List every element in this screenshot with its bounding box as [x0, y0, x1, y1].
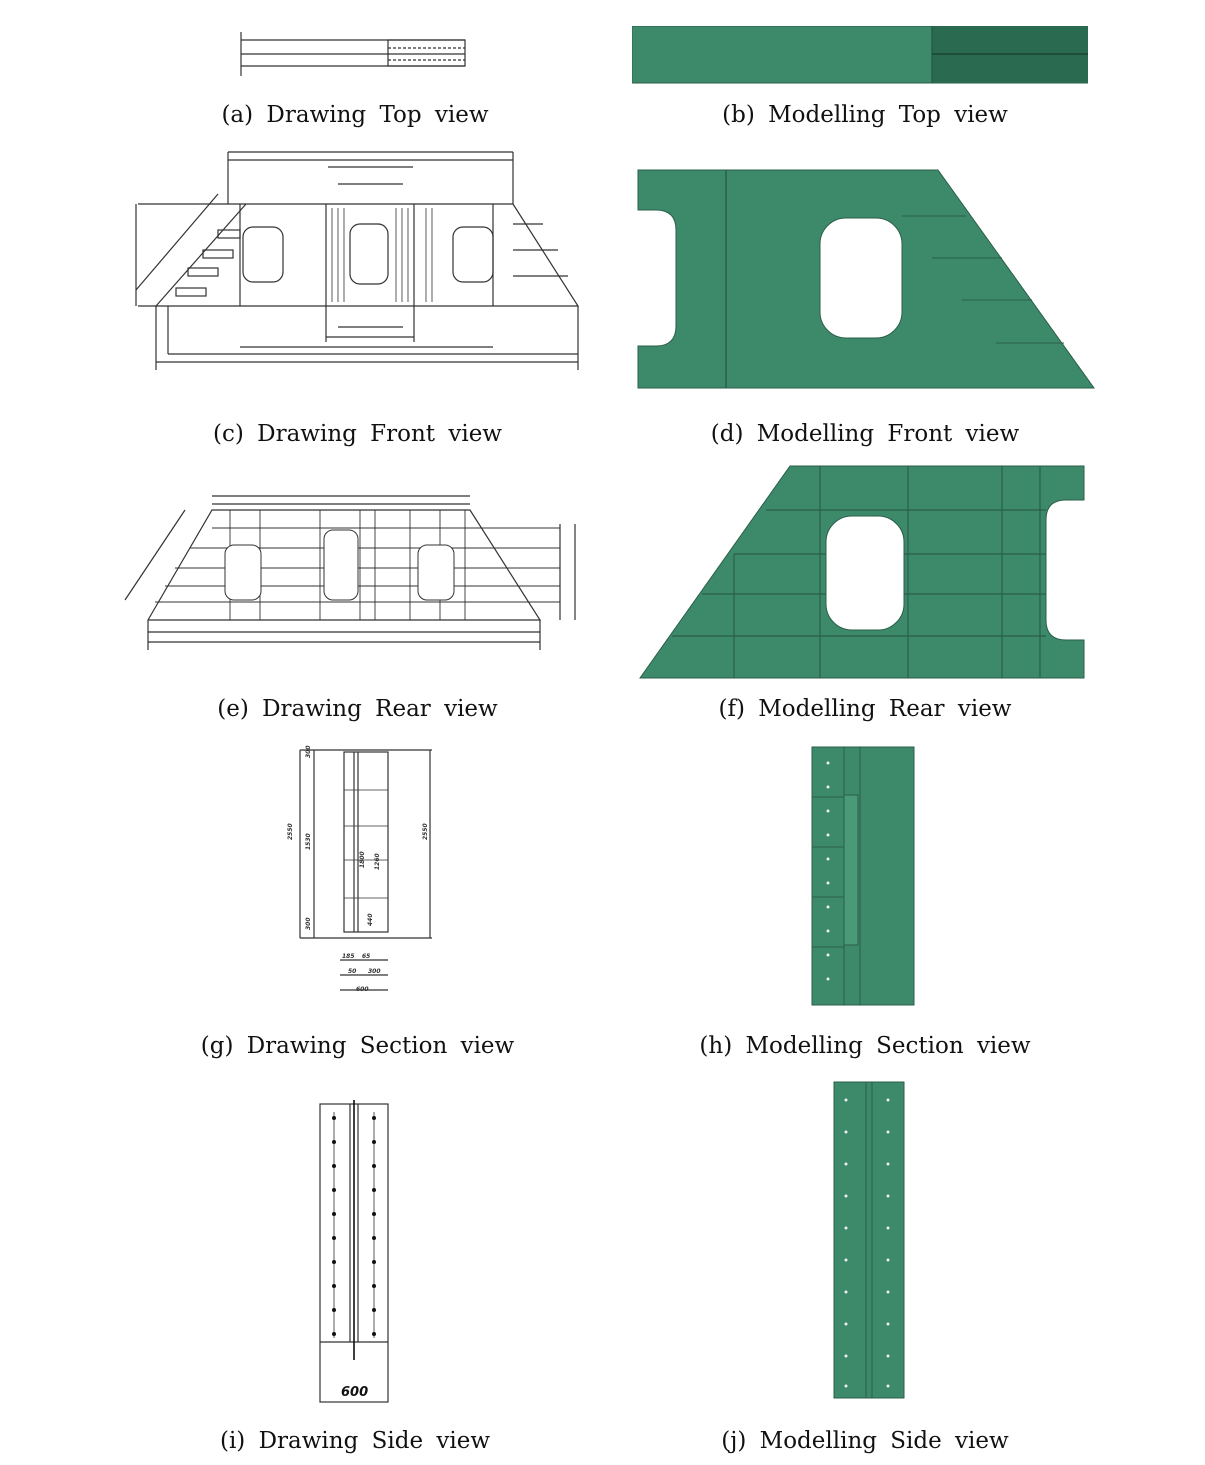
- figure-a-drawing-top: [235, 30, 470, 80]
- section-dim-w3: 50: [348, 968, 356, 975]
- section-dim-top: 300: [305, 745, 312, 758]
- section-dim-total: 600: [356, 986, 369, 993]
- drawing-side-svg: 600: [319, 1100, 389, 1403]
- caption-a: (a) Drawing Top view: [221, 102, 489, 128]
- caption-j: (j) Modelling Side view: [721, 1428, 1009, 1454]
- drawing-rear-svg: [124, 495, 576, 650]
- section-dim-w1: 185: [342, 953, 355, 960]
- section-dim-mid: 1530: [305, 833, 312, 850]
- section-dim-left: 2550: [287, 823, 294, 840]
- section-dim-small: 440: [367, 913, 374, 926]
- section-dim-low: 300: [305, 917, 312, 930]
- caption-c: (c) Drawing Front view: [213, 421, 502, 447]
- caption-d: (d) Modelling Front view: [710, 421, 1020, 447]
- model-section-svg: [811, 746, 915, 1006]
- drawing-section-svg: 2550 2550 300 1530 1800 1260 300 440 185…: [287, 745, 432, 993]
- figure-b-model-top: [632, 26, 1088, 84]
- model-side-svg: [833, 1081, 905, 1399]
- drawing-top-svg: [240, 32, 466, 76]
- figure-j-model-side: [832, 1080, 906, 1400]
- caption-b: (b) Modelling Top view: [722, 102, 1008, 128]
- caption-i: (i) Drawing Side view: [219, 1428, 491, 1454]
- side-dim-width: 600: [341, 1385, 368, 1400]
- section-dim-right: 2550: [422, 823, 429, 840]
- drawing-front-svg: [135, 151, 580, 370]
- section-dim-w4: 300: [368, 968, 381, 975]
- caption-h: (h) Modelling Section view: [699, 1033, 1031, 1059]
- model-front-svg: [637, 169, 1095, 389]
- figure-g-drawing-section: 2550 2550 300 1530 1800 1260 300 440 185…: [282, 740, 437, 998]
- figure-f-model-rear: [636, 464, 1086, 682]
- caption-e: (e) Drawing Rear view: [217, 696, 498, 722]
- figure-d-model-front: [636, 168, 1098, 390]
- section-dim-inner: 1800: [359, 851, 366, 868]
- figure-i-drawing-side: 600: [314, 1098, 394, 1404]
- figure-h-model-section: [810, 745, 916, 1007]
- section-dim-inner2: 1260: [374, 853, 381, 870]
- caption-f: (f) Modelling Rear view: [718, 696, 1012, 722]
- caption-g: (g) Drawing Section view: [200, 1033, 515, 1059]
- figure-c-drawing-front: [128, 142, 588, 377]
- model-rear-svg: [639, 465, 1085, 679]
- model-top-svg: [632, 26, 1088, 84]
- figure-e-drawing-rear: [120, 490, 590, 655]
- section-dim-w2: 65: [362, 953, 370, 960]
